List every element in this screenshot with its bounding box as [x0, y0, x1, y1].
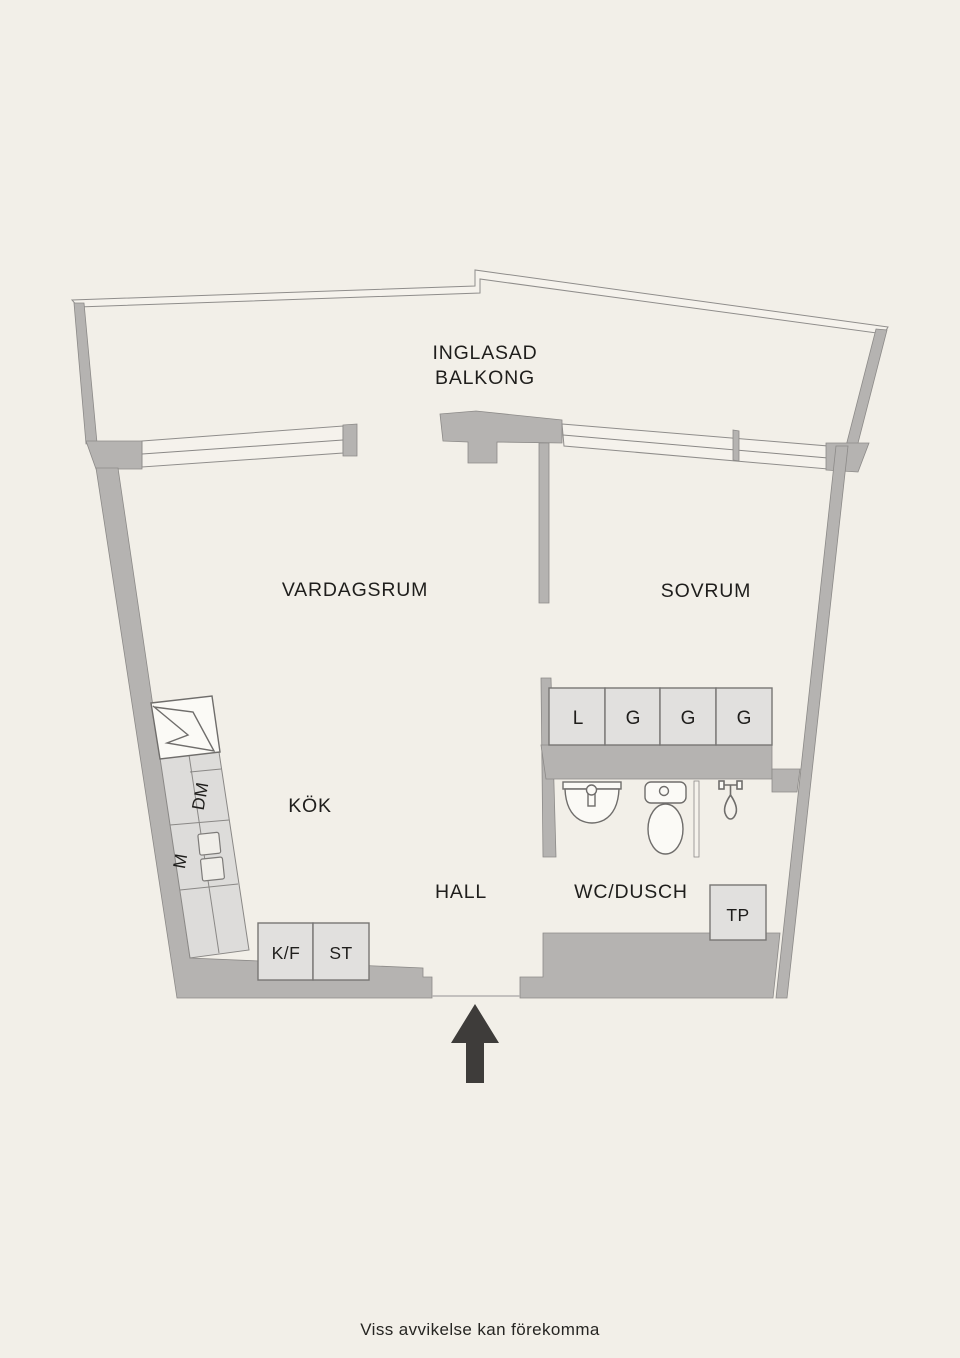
- balcony-label-line2: BALKONG: [435, 367, 535, 389]
- shower-partition: [693, 780, 700, 858]
- entrance-arrow-icon: [451, 1004, 499, 1083]
- center-wall-block: [439, 410, 563, 464]
- balcony-label-line1: INGLASAD: [432, 342, 537, 364]
- tp-unit: [709, 884, 767, 941]
- storage-label: ST: [329, 943, 352, 963]
- bottom-right-wall: [519, 932, 781, 999]
- wardrobe-G3: [715, 687, 773, 746]
- bathroom-label: WC/DUSCH: [574, 881, 688, 903]
- bathroom-ne-wall-chunk: [771, 768, 801, 793]
- fridge-freezer-box: [257, 922, 314, 981]
- counter-cell-line-2: [169, 819, 230, 826]
- storage-box: [312, 922, 370, 981]
- toilet-icon: [644, 781, 687, 855]
- hall-label: HALL: [435, 881, 487, 903]
- bedroom-label: SOVRUM: [661, 580, 751, 602]
- bedroom-window-midline: [562, 434, 829, 459]
- wardrobe-label-l: L: [573, 708, 584, 729]
- bathroom-top-wall: [540, 744, 773, 780]
- wardrobe-label-g2: G: [681, 708, 696, 729]
- window-post: [342, 423, 358, 457]
- living-bedroom-partition-wall: [538, 442, 550, 604]
- bedroom-window-mullion: [732, 429, 740, 462]
- living-room-window-midline: [141, 439, 344, 455]
- living-room-label: VARDAGSRUM: [282, 579, 428, 601]
- wardrobe-G1: [604, 687, 661, 746]
- disclaimer-text: Viss avvikelse kan förekomma: [360, 1320, 600, 1339]
- right-exterior-wall: [775, 445, 849, 999]
- machine-label: M: [169, 852, 191, 870]
- counter-cell-line-3: [179, 883, 239, 891]
- wardrobe-label-g1: G: [626, 708, 641, 729]
- wardrobe-row: L G G G: [548, 687, 773, 746]
- kitchen-sink-icon: [197, 831, 225, 882]
- wardrobe-label-g3: G: [737, 708, 752, 729]
- wardrobe-G2: [659, 687, 717, 746]
- wardrobe-L: [548, 687, 606, 746]
- dishwasher-label: DM: [188, 780, 213, 811]
- stove-icon: [150, 695, 221, 760]
- fridge-freezer-label: K/F: [272, 943, 301, 963]
- tp-label: TP: [726, 905, 749, 925]
- left-exterior-and-bottom-wall: [95, 467, 433, 999]
- shower-icon: [718, 780, 743, 820]
- counter-cell-line-1: [189, 768, 222, 773]
- washbasin-icon: [562, 781, 622, 824]
- left-corner-wall-block: [85, 440, 143, 470]
- kitchen-label: KÖK: [288, 795, 332, 817]
